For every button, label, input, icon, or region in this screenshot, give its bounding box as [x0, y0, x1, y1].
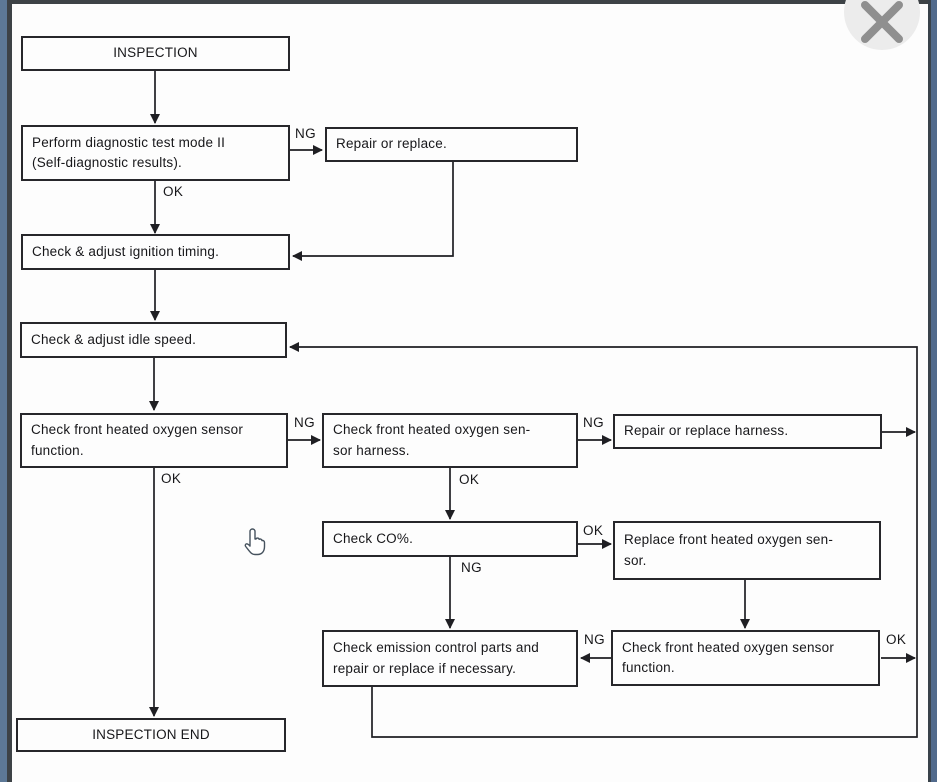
edge-label-ng: NG [584, 632, 606, 647]
node-emission-control-parts: Check emission control parts and repair … [322, 630, 578, 687]
edge-label-ok: OK [583, 523, 604, 538]
node-inspection-end: INSPECTION END [16, 718, 286, 752]
viewer-right-border [928, 0, 931, 782]
cursor-pointer-icon [244, 528, 266, 556]
edge-label-ng: NG [461, 560, 483, 575]
node-o2-sensor-function-recheck: Check front heated oxygen sensor functio… [611, 630, 880, 686]
edge-label-ng: NG [295, 126, 317, 141]
edge-label-ok: OK [161, 471, 182, 486]
node-ignition-timing: Check & adjust ignition timing. [21, 234, 290, 270]
node-o2-sensor-harness: Check front heated oxygen sen- sor harne… [322, 413, 578, 468]
viewer-left-border [7, 0, 12, 782]
viewer-right-edge [931, 0, 937, 782]
node-repair-harness: Repair or replace harness. [613, 414, 882, 449]
close-icon [861, 1, 903, 43]
node-o2-sensor-function: Check front heated oxygen sensor functio… [20, 413, 288, 468]
edge-label-ok: OK [459, 472, 480, 487]
edge-label-ng: NG [294, 415, 316, 430]
viewer-left-edge [0, 0, 7, 782]
close-button[interactable] [844, 0, 920, 50]
node-inspection: INSPECTION [21, 36, 290, 71]
node-replace-o2-sensor: Replace front heated oxygen sen- sor. [613, 521, 881, 580]
edge-label-ok: OK [886, 632, 907, 647]
edge-label-ok: OK [163, 184, 184, 199]
node-repair-or-replace: Repair or replace. [325, 127, 578, 162]
node-idle-speed: Check & adjust idle speed. [20, 322, 287, 358]
viewer-top-border [0, 0, 937, 4]
node-check-co: Check CO%. [322, 521, 578, 557]
node-diagnostic-test: Perform diagnostic test mode II (Self-di… [21, 125, 290, 181]
edge-label-ng: NG [583, 415, 605, 430]
